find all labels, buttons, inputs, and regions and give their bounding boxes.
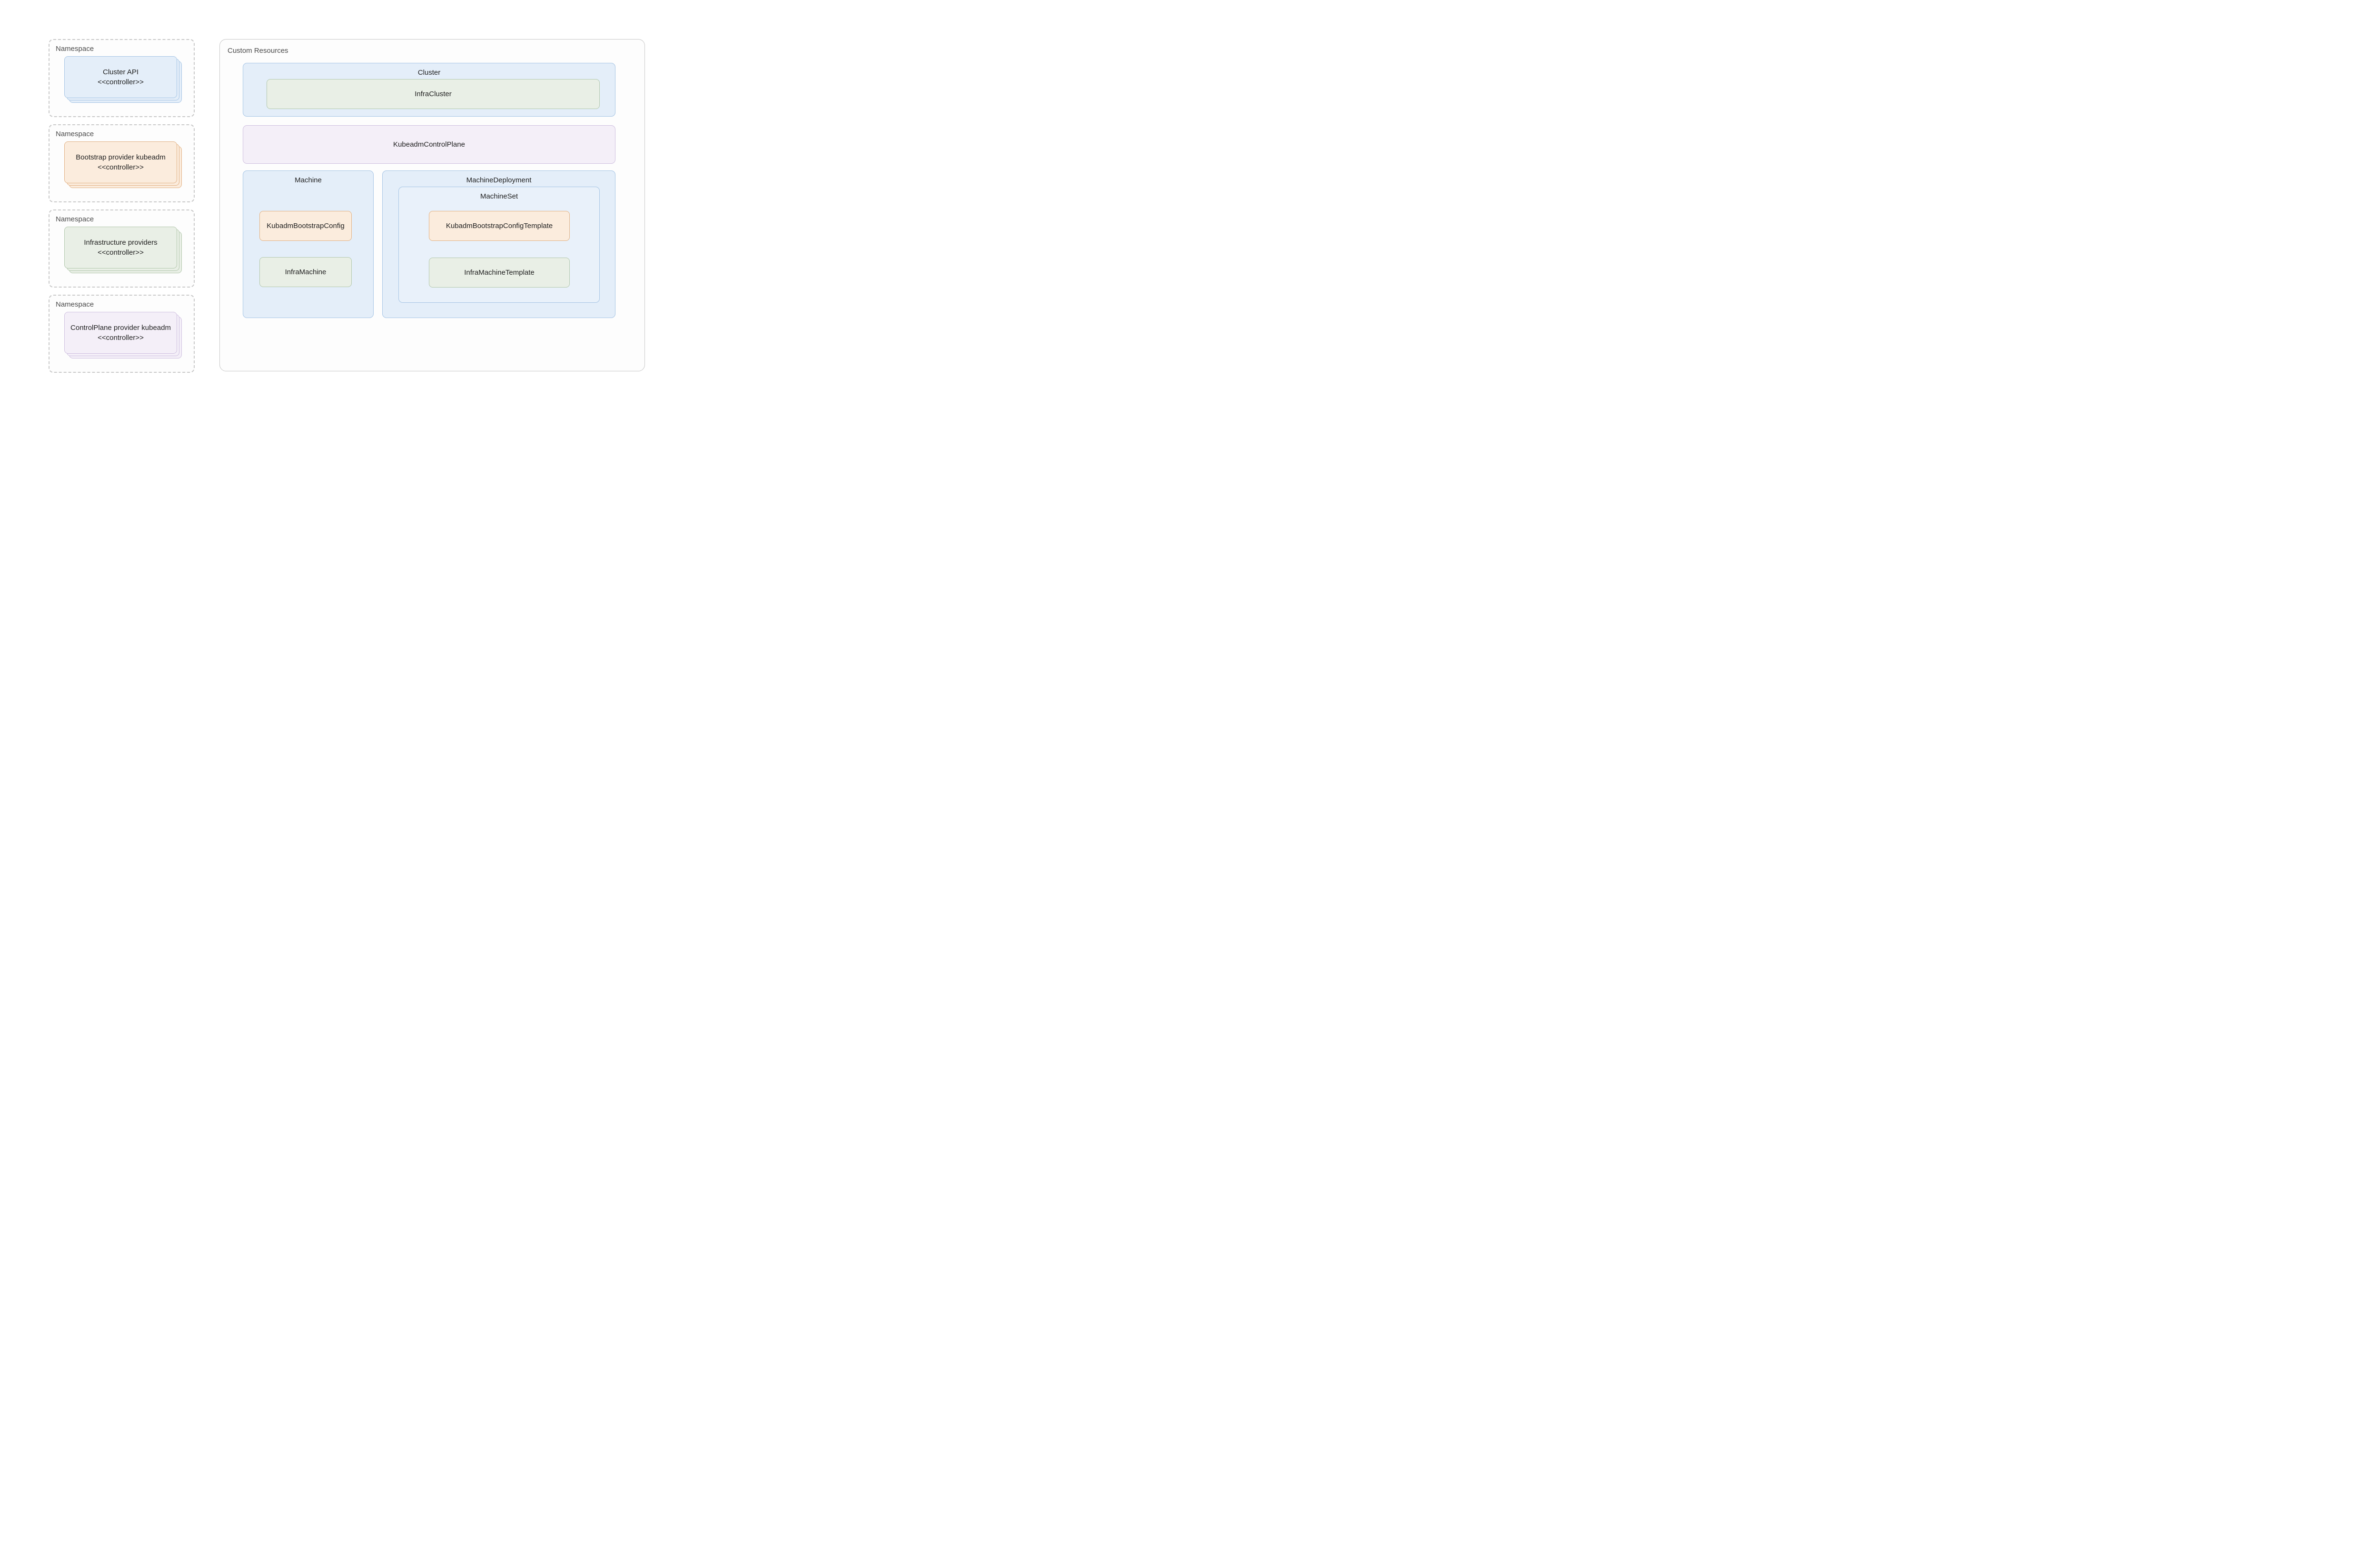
controller-stack-cluster-api: Cluster API <<controller>> xyxy=(64,56,177,98)
cluster-title: Cluster xyxy=(417,69,441,77)
cluster-api-architecture-diagram: Namespace Cluster API <<controller>> Nam… xyxy=(0,0,682,386)
machine-set-title: MachineSet xyxy=(480,192,518,200)
machine-box: Machine KubadmBootstrapConfig InfraMachi… xyxy=(243,170,374,318)
custom-resources-panel: Custom Resources Cluster InfraCluster Ku… xyxy=(219,39,645,371)
machine-title: Machine xyxy=(295,176,322,184)
controller-card-cluster-api: Cluster API <<controller>> xyxy=(64,56,177,98)
controller-stack-bootstrap-provider: Bootstrap provider kubeadm <<controller>… xyxy=(64,141,177,183)
custom-resources-label: Custom Resources xyxy=(228,47,288,55)
kubadm-bootstrap-config-template-box: KubadmBootstrapConfigTemplate xyxy=(429,211,570,241)
controller-card-bootstrap-provider: Bootstrap provider kubeadm <<controller>… xyxy=(64,141,177,183)
namespace-box-infrastructure-providers: Namespace Infrastructure providers <<con… xyxy=(49,209,195,288)
kubeadm-control-plane-box: KubeadmControlPlane xyxy=(243,125,615,164)
machine-deployment-box: MachineDeployment MachineSet KubadmBoots… xyxy=(382,170,615,318)
namespace-label: Namespace xyxy=(56,300,94,309)
inframachine-box: InfraMachine xyxy=(259,257,352,287)
controller-stack-controlplane-provider: ControlPlane provider kubeadm <<controll… xyxy=(64,312,177,354)
namespace-box-bootstrap-provider: Namespace Bootstrap provider kubeadm <<c… xyxy=(49,124,195,202)
namespace-box-controlplane-provider: Namespace ControlPlane provider kubeadm … xyxy=(49,295,195,373)
namespaces-column: Namespace Cluster API <<controller>> Nam… xyxy=(49,39,195,373)
controller-title: Bootstrap provider kubeadm xyxy=(76,153,166,161)
controller-title: ControlPlane provider kubeadm xyxy=(70,323,171,332)
namespace-label: Namespace xyxy=(56,215,94,223)
controller-card-infrastructure-providers: Infrastructure providers <<controller>> xyxy=(64,227,177,269)
controller-card-controlplane-provider: ControlPlane provider kubeadm <<controll… xyxy=(64,312,177,354)
controller-stereotype: <<controller>> xyxy=(98,333,144,342)
kubadm-bootstrap-config-box: KubadmBootstrapConfig xyxy=(259,211,352,241)
controller-stereotype: <<controller>> xyxy=(98,78,144,86)
controller-title: Infrastructure providers xyxy=(84,238,158,247)
infracluster-box: InfraCluster xyxy=(267,79,600,109)
infra-machine-template-box: InfraMachineTemplate xyxy=(429,258,570,288)
machine-set-box: MachineSet KubadmBootstrapConfigTemplate… xyxy=(398,187,600,303)
controller-stack-infrastructure-providers: Infrastructure providers <<controller>> xyxy=(64,227,177,269)
namespace-label: Namespace xyxy=(56,130,94,138)
controller-stereotype: <<controller>> xyxy=(98,163,144,171)
controller-title: Cluster API xyxy=(102,68,139,76)
machine-deployment-title: MachineDeployment xyxy=(466,176,532,184)
namespace-label: Namespace xyxy=(56,45,94,53)
controller-stereotype: <<controller>> xyxy=(98,248,144,257)
namespace-box-cluster-api: Namespace Cluster API <<controller>> xyxy=(49,39,195,117)
cluster-box: Cluster InfraCluster xyxy=(243,63,615,117)
